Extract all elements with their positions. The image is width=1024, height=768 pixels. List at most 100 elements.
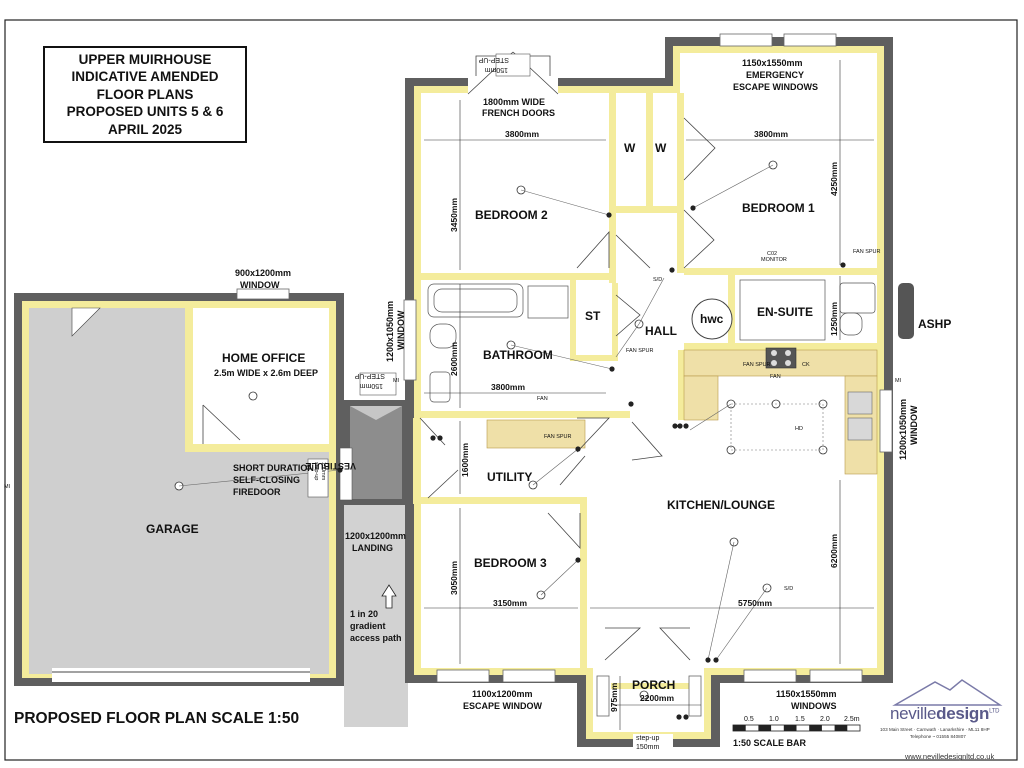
dim-utility-height: 1600mm — [460, 443, 470, 477]
room-label-bedroom2: BEDROOM 2 — [475, 208, 548, 222]
company-logo: nevilledesignLTD 103 Main Street · Carnw… — [880, 676, 1020, 766]
hall-fan-spur: FAN SPUR — [626, 348, 654, 354]
logo-address: 103 Main Street · Carnwath · Lanarkshire… — [880, 727, 990, 732]
room-label-hall: HALL — [645, 324, 677, 338]
bed1-fan-spur: FAN SPUR — [853, 249, 881, 255]
ensuite-fan: FAN — [770, 374, 781, 380]
title-line-4: PROPOSED UNITS 5 & 6 — [66, 104, 224, 120]
step-up-vest-2: 150mm — [359, 382, 383, 389]
scale-tick-1: 1.0 — [769, 716, 779, 723]
room-label-utility: UTILITY — [487, 470, 532, 484]
side-window-right-2: WINDOW — [909, 405, 919, 445]
logo-roof-icon — [892, 679, 1003, 706]
gradient-arrow — [381, 584, 397, 609]
vestibule — [339, 400, 408, 505]
bathroom-fittings — [427, 279, 876, 403]
dim-bath-width: 3800mm — [491, 382, 525, 392]
gradient-label-2: gradient — [350, 621, 386, 631]
room-label-porch: PORCH — [632, 678, 675, 692]
windows — [403, 33, 893, 717]
smoke-detector-kitchen: S/D — [784, 586, 793, 592]
mi-kitchen: MI — [895, 378, 902, 384]
hood-label: HD — [795, 426, 803, 432]
access-path — [344, 505, 408, 727]
dim-bath-height: 2600mm — [449, 342, 459, 376]
scale-tick-3: 2.0 — [820, 716, 830, 723]
door-swings — [419, 117, 716, 661]
kitchen-worktops — [486, 347, 878, 475]
scale-tick-0: 0.5 — [744, 716, 754, 723]
kitchen-fan-spur: FAN SPUR — [743, 362, 771, 368]
dim-bed1-width: 3800mm — [754, 129, 788, 139]
windows-label-1: 1150x1550mm — [776, 689, 837, 699]
co2-monitor-2: MONITOR — [761, 257, 787, 263]
utility-fan-spur: FAN SPUR — [544, 434, 572, 440]
landing-label-1: 1200x1200mm — [345, 531, 406, 541]
house-interior — [421, 53, 877, 732]
logo-brand-suffix: LTD — [989, 708, 1000, 715]
dim-bed2-width: 3800mm — [505, 129, 539, 139]
escape-window-2: ESCAPE WINDOW — [463, 701, 543, 711]
title-line-3: FLOOR PLANS — [96, 86, 194, 102]
smoke-detector-hall: S/D — [653, 277, 662, 283]
firedoor-label-1: SHORT DURATION — [233, 463, 314, 473]
scale-bar: 0.5 1.0 1.5 2.0 2.5m 1:50 SCALE BAR — [732, 716, 861, 748]
firedoor-label-2: SELF-CLOSING — [233, 475, 300, 485]
title-line-1: UPPER MUIRHOUSE — [78, 51, 212, 67]
room-label-bathroom: BATHROOM — [483, 348, 553, 362]
landing-label-2: LANDING — [352, 543, 393, 553]
hot-water-cylinder — [691, 298, 733, 340]
switches — [337, 205, 846, 720]
logo-brand-light: neville — [890, 704, 937, 723]
step-up-vest-1: STEP-UP — [354, 372, 385, 379]
step-up-garage — [307, 458, 329, 498]
step-up-porch — [633, 734, 673, 750]
room-label-garage: GARAGE — [146, 522, 199, 536]
step-up-side-2: 150mm — [320, 462, 326, 481]
title-line-5: APRIL 2025 — [107, 121, 183, 137]
step-up-top-2: 150mm — [484, 66, 508, 73]
ashp-label: ASHP — [918, 317, 951, 331]
french-doors-label-2: FRENCH DOORS — [482, 108, 555, 118]
room-label-w2: W — [655, 141, 667, 155]
firedoor-label-3: FIREDOOR — [233, 487, 281, 497]
mi-bath: MI — [393, 378, 400, 384]
dim-porch-height: 975mm — [609, 682, 619, 712]
room-label-hwc: hwc — [700, 312, 724, 326]
co2-monitor-1: C02 — [767, 251, 777, 257]
escape-window-1: 1100x1200mm — [472, 689, 533, 699]
office-window-2: WINDOW — [240, 280, 280, 290]
step-up-side-1: step-up — [313, 462, 319, 480]
emergency-windows-1: 1150x1550mm — [742, 58, 803, 68]
step-up-porch-1: step-up — [636, 735, 659, 742]
bathroom-fan: FAN — [537, 396, 548, 402]
scale-tick-2: 1.5 — [795, 716, 805, 723]
logo-brand-bold: design — [936, 704, 990, 723]
room-label-vestibule: VESTIBULE — [305, 461, 356, 471]
dim-ensuite-height: 1250mm — [829, 302, 839, 336]
logo-brand: nevilledesignLTD — [890, 704, 999, 724]
side-window-right-1: 1200x1050mm — [898, 399, 908, 460]
logo-website[interactable]: www.nevilledesignltd.co.uk — [905, 752, 995, 761]
lighting-zone — [730, 403, 824, 451]
title-box: UPPER MUIRHOUSE INDICATIVE AMENDED FLOOR… — [43, 46, 247, 143]
room-label-ensuite: EN-SUITE — [757, 305, 813, 319]
emergency-windows-2: EMERGENCY — [746, 70, 804, 80]
home-office-size: 2.5m WIDE x 2.6m DEEP — [214, 368, 318, 378]
step-up-top-1: STEP-UP — [478, 56, 509, 63]
emergency-windows-3: ESCAPE WINDOWS — [733, 82, 818, 92]
room-label-bedroom1: BEDROOM 1 — [742, 201, 815, 215]
cooker-label: CK — [802, 362, 810, 368]
ashp-unit — [898, 283, 914, 339]
french-doors-label-1: 1800mm WIDE — [483, 97, 545, 107]
dim-bed1-height: 4250mm — [829, 162, 839, 196]
dimension-lines — [424, 60, 874, 730]
mi-garage: MI — [4, 484, 11, 490]
dim-bed2-height: 3450mm — [449, 198, 459, 232]
step-up-porch-2: 150mm — [636, 744, 660, 751]
footer-title: PROPOSED FLOOR PLAN SCALE 1:50 — [14, 710, 300, 727]
scale-tick-4: 2.5m — [844, 716, 860, 723]
room-label-st: ST — [585, 309, 601, 323]
room-label-home-office: HOME OFFICE — [222, 351, 305, 365]
